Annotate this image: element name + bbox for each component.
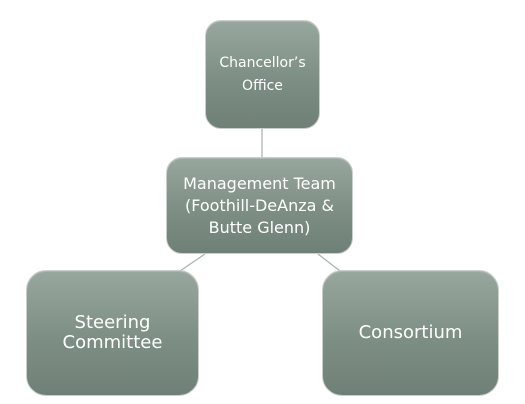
consortium-box: Consortium [322,270,499,396]
management-team-label: Management Team (Foothill-DeAnza & Butte… [183,173,336,237]
connector-management-steering [179,253,206,272]
steering-committee-label: Steering Committee [62,312,163,353]
chancellors-office-label: Chancellor’s Office [219,54,306,94]
steering-committee-box: Steering Committee [26,270,199,396]
chancellors-office-box: Chancellor’s Office [205,20,320,129]
management-team-box: Management Team (Foothill-DeAnza & Butte… [166,157,353,254]
connector-management-consortium [317,253,341,272]
consortium-label: Consortium [358,322,463,343]
